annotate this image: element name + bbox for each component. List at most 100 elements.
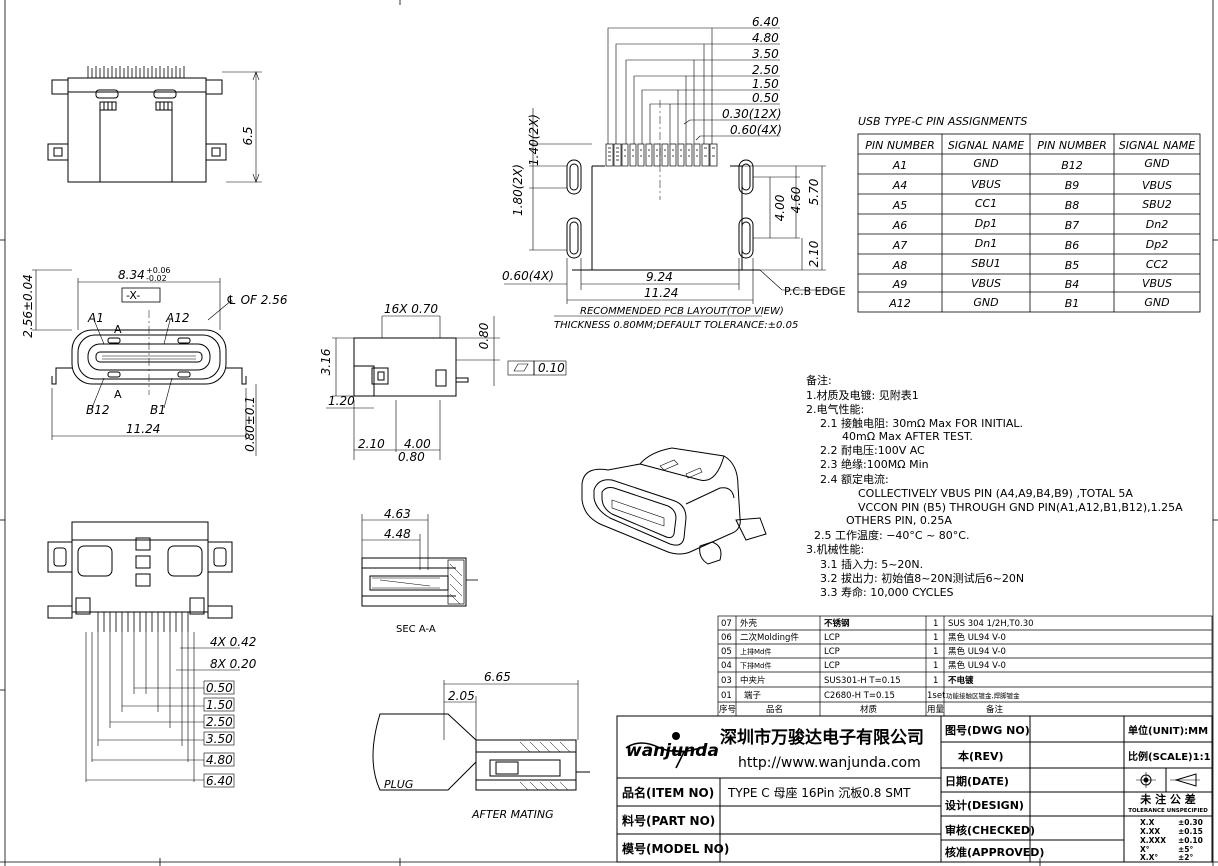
mating-dim-0: 6.65: [484, 670, 511, 684]
note-line: 3.机械性能:: [806, 542, 864, 556]
bom-cell: 二次Molding件: [740, 632, 799, 643]
pcb-top-dim-4: 1.50: [752, 77, 779, 91]
pin-cell: VBUS: [1142, 277, 1172, 290]
pcb-bottom-dim-0: 9.24: [646, 270, 673, 284]
note-line: VCCON PIN (B5) THROUGH GND PIN(A1,A12,B1…: [858, 501, 1183, 514]
bom-cell: 05: [721, 647, 732, 657]
bottom-dim-3: 1.50: [206, 698, 233, 712]
mating-view: [372, 680, 590, 791]
bom-header: 材质: [860, 704, 878, 715]
bom-cell: 1: [933, 647, 938, 657]
pcb-top-dim-5: 0.50: [752, 91, 779, 105]
datum-x: -X-: [126, 289, 140, 302]
after-mating-label: AFTER MATING: [471, 808, 554, 821]
note-line: 2.电气性能:: [806, 402, 864, 416]
pin-cell: CC1: [975, 197, 997, 210]
pin-cell: A7: [892, 239, 908, 252]
front-width-dim: 8.34: [118, 268, 145, 282]
pin-cell: B5: [1065, 259, 1080, 272]
tol-key: X.XX: [1140, 827, 1160, 836]
note-line: 2.3 绝缘:100MΩ Min: [820, 457, 929, 471]
pin-header-1: SIGNAL NAME: [948, 139, 1024, 152]
bom-cell: 06: [721, 633, 732, 643]
pin-a1-label: A1: [87, 311, 104, 325]
pin-cell: VBUS: [1142, 179, 1172, 192]
pin-header-2: PIN NUMBER: [1037, 139, 1107, 152]
bottom-view: [47, 521, 240, 788]
tolerance-sub: TOLERANCE UNSPECIFIED: [1128, 808, 1208, 814]
centerline-label: ℄ OF 2.56: [226, 293, 288, 307]
front-width-tol-minus: -0.02: [146, 274, 167, 283]
bom-cell: 端子: [744, 690, 762, 701]
tol-key: X°: [1140, 845, 1150, 854]
pin-cell: A12: [888, 297, 911, 310]
title-block: [616, 715, 1213, 863]
pcb-right-dim-1: 4.60: [789, 186, 803, 213]
pcb-right-dim-2: 5.70: [807, 178, 821, 205]
company-url: http://www.wanjunda.com: [738, 755, 921, 771]
pin-table-title: USB TYPE-C PIN ASSIGNMENTS: [858, 115, 1027, 128]
tol-val: ±0.15: [1178, 827, 1203, 836]
side-dim-1: 0.80: [477, 322, 491, 349]
tol-val: ±5°: [1178, 845, 1194, 854]
bottom-dim-1: 8X 0.20: [210, 657, 257, 671]
front-width-tol-plus: +0.06: [146, 266, 171, 275]
bom-cell: 黑色 UL94 V-0: [948, 660, 1006, 671]
bom-header: 品名: [766, 704, 783, 715]
pcb-bottom-dim-1: 11.24: [644, 286, 678, 300]
plug-label: PLUG: [384, 778, 413, 791]
pin-table-headers: PIN NUMBER SIGNAL NAME PIN NUMBER SIGNAL…: [865, 139, 1195, 152]
pin-cell: A5: [892, 199, 908, 212]
pin-cell: B7: [1065, 219, 1080, 232]
pin-cell: Dn1: [975, 237, 997, 250]
pin-cell: A8: [892, 259, 908, 272]
bom-cell: LCP: [824, 661, 840, 671]
note-line: 2.2 耐电压:100V AC: [820, 444, 925, 457]
bom-table: [717, 615, 1213, 717]
model-label: 模号(MODEL NO): [622, 841, 729, 856]
pin-cell: SBU2: [1142, 198, 1172, 211]
pcb-left-dim-1: 1.80(2X): [511, 164, 525, 216]
tol-val: ±2°: [1178, 853, 1194, 862]
section-dim-1: 4.48: [384, 527, 411, 541]
front-view: [32, 269, 257, 456]
tol-val: ±0.10: [1178, 836, 1203, 845]
pcb-pad-row: [605, 143, 718, 167]
front-bottom-dim: 0.80±0.1: [243, 396, 257, 452]
pin-cell: A4: [892, 179, 908, 192]
notes: 备注: 1.材质及电镀: 见附表1 2.电气性能: 2.1 接触电阻: 30mΩ…: [806, 373, 1183, 599]
pcb-top-dim-3: 2.50: [752, 63, 779, 77]
pcb-edge-label: P.C.B EDGE: [784, 285, 846, 298]
bom-cell: 1: [933, 619, 938, 629]
pin-b12-label: B12: [86, 403, 110, 417]
company-logo: wanjunda: [625, 732, 719, 769]
bom-cell: 03: [721, 676, 732, 686]
bottom-dim-7: 6.40: [206, 774, 233, 788]
section-a-a: [361, 514, 478, 607]
pin-cell: B6: [1065, 239, 1080, 252]
bom-cell: 中夹片: [740, 675, 766, 686]
front-overall-width: 11.24: [126, 422, 160, 436]
pin-cell: GND: [1144, 296, 1169, 309]
bottom-dim-0: 4X 0.42: [210, 635, 256, 649]
bom-header: 序号: [719, 704, 736, 715]
checked-label: 审核(CHECKED): [945, 823, 1035, 837]
bom-cell: LCP: [824, 647, 840, 657]
bom-cell: 外壳: [740, 618, 758, 629]
bom-cell: 功能接触区镀金,焊脚镀金: [946, 691, 1020, 700]
note-line: 1.材质及电镀: 见附表1: [806, 388, 919, 402]
unit-label: 单位(UNIT):MM: [1128, 724, 1208, 737]
item-value: TYPE C 母座 16Pin 沉板0.8 SMT: [727, 785, 911, 800]
tol-key: X.X°: [1140, 853, 1158, 862]
bom-cell: 黑色 UL94 V-0: [948, 646, 1006, 657]
bom-cell: 01: [721, 691, 732, 701]
side-dim-0: 16X 0.70: [384, 302, 438, 316]
top-view-height-dim: 6.5: [241, 126, 255, 145]
rev-label: 本(REV): [958, 749, 1004, 763]
side-dim-2: 3.16: [319, 348, 333, 375]
pin-cell: B8: [1065, 199, 1080, 212]
pcb-layout: [504, 27, 836, 317]
bom-cell: C2680-H T=0.15: [824, 691, 895, 701]
tol-key: X.XXX: [1140, 836, 1166, 845]
note-line: 3.3 寿命: 10,000 CYCLES: [820, 585, 954, 599]
